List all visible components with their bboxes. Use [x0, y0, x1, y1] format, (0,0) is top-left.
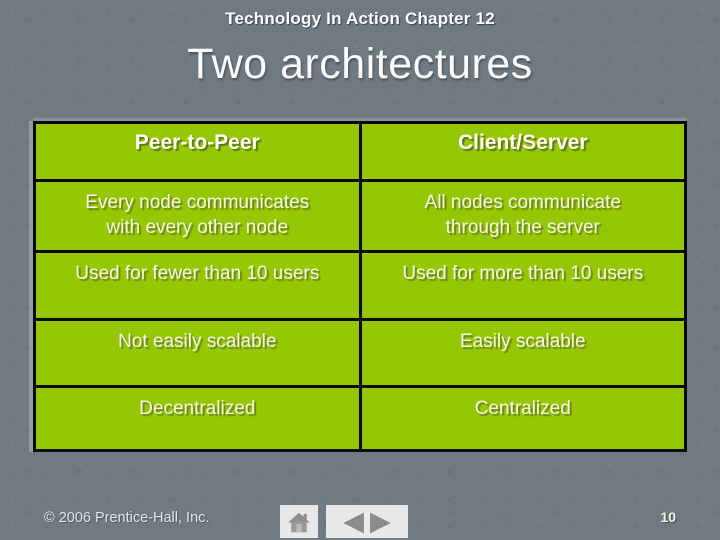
- cell-text: Used for more than 10 users: [402, 263, 644, 284]
- table-row: Not easily scalable Easily scalable: [33, 318, 687, 388]
- nav-arrow-panel: ◀ ▶: [326, 505, 408, 538]
- cell-text: All nodes communicate through the server: [424, 192, 621, 238]
- comparison-table: Peer-to-Peer Client/Server Every node co…: [33, 121, 687, 452]
- column-header-peer-to-peer: Peer-to-Peer: [33, 121, 362, 182]
- page-number: 10: [660, 509, 676, 525]
- cell-text: Centralized: [474, 398, 571, 419]
- table-row: Used for fewer than 10 users Used for mo…: [33, 250, 687, 321]
- cell-text: Every node communicates with every other…: [85, 192, 310, 238]
- home-button[interactable]: [280, 505, 318, 538]
- slide-title: Two architectures: [187, 40, 533, 88]
- table-cell: All nodes communicate through the server: [358, 179, 687, 253]
- table-header-row: Peer-to-Peer Client/Server: [33, 121, 687, 182]
- home-icon: [288, 512, 310, 532]
- cell-text: Easily scalable: [459, 331, 586, 352]
- table-cell: Centralized: [358, 385, 687, 452]
- right-arrow-icon: ▶: [370, 506, 391, 537]
- copyright-text: © 2006 Prentice-Hall, Inc.: [44, 510, 210, 526]
- forward-button[interactable]: ▶: [368, 505, 393, 538]
- table-cell: Decentralized: [33, 385, 362, 452]
- table-cell: Easily scalable: [358, 318, 687, 388]
- table-cell: Every node communicates with every other…: [33, 179, 362, 253]
- table-cell: Used for fewer than 10 users: [33, 250, 362, 321]
- left-arrow-icon: ◀: [343, 506, 364, 537]
- cell-text: Decentralized: [139, 398, 256, 419]
- column-header-client-server: Client/Server: [358, 121, 687, 182]
- table-cell: Used for more than 10 users: [358, 250, 687, 321]
- cell-text: Not easily scalable: [118, 331, 277, 352]
- table-row: Every node communicates with every other…: [33, 179, 687, 253]
- table-row: Decentralized Centralized: [33, 385, 687, 452]
- cell-text: Used for fewer than 10 users: [75, 263, 320, 284]
- table-cell: Not easily scalable: [33, 318, 362, 388]
- slide-nav: ◀ ▶: [280, 505, 408, 538]
- back-button[interactable]: ◀: [341, 505, 366, 538]
- chapter-heading: Technology In Action Chapter 12: [225, 9, 495, 28]
